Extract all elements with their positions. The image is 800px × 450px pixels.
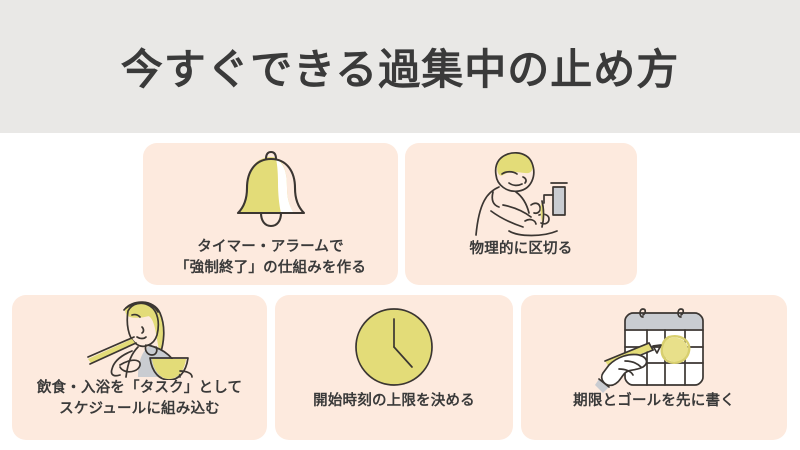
card-clock-icon-wrap (275, 295, 513, 391)
bell-icon (236, 150, 305, 228)
card-alarm-icon-wrap (143, 143, 398, 235)
header-band: 今すぐできる過集中の止め方 (0, 0, 800, 133)
card-alarm-label: タイマー・アラームで 「強制終了」の仕組みを作る (174, 239, 367, 277)
card-alarm[interactable]: タイマー・アラームで 「強制終了」の仕組みを作る (143, 143, 398, 285)
clock-icon (355, 308, 433, 386)
page-title: 今すぐできる過集中の止め方 (120, 45, 680, 94)
card-separate[interactable]: 物理的に区切る (405, 143, 637, 285)
card-schedule-label: 飲食・入浴を「タスク」として スケジュールに組み込む (36, 380, 243, 418)
card-schedule[interactable]: 飲食・入浴を「タスク」として スケジュールに組み込む (12, 295, 267, 440)
card-deadline[interactable]: 期限とゴールを先に書く (521, 295, 787, 440)
card-clock-label: 開始時刻の上限を決める (313, 393, 475, 409)
card-schedule-icon-wrap (12, 295, 267, 380)
woman-eating-icon (86, 301, 193, 380)
hand-writing-calendar-icon (595, 308, 704, 393)
handwashing-person-icon (475, 152, 568, 237)
card-separate-label: 物理的に区切る (469, 241, 573, 257)
card-clock[interactable]: 開始時刻の上限を決める (275, 295, 513, 440)
card-separate-icon-wrap (405, 143, 637, 239)
card-deadline-label: 期限とゴールを先に書く (573, 393, 735, 409)
card-deadline-icon-wrap (521, 295, 787, 393)
